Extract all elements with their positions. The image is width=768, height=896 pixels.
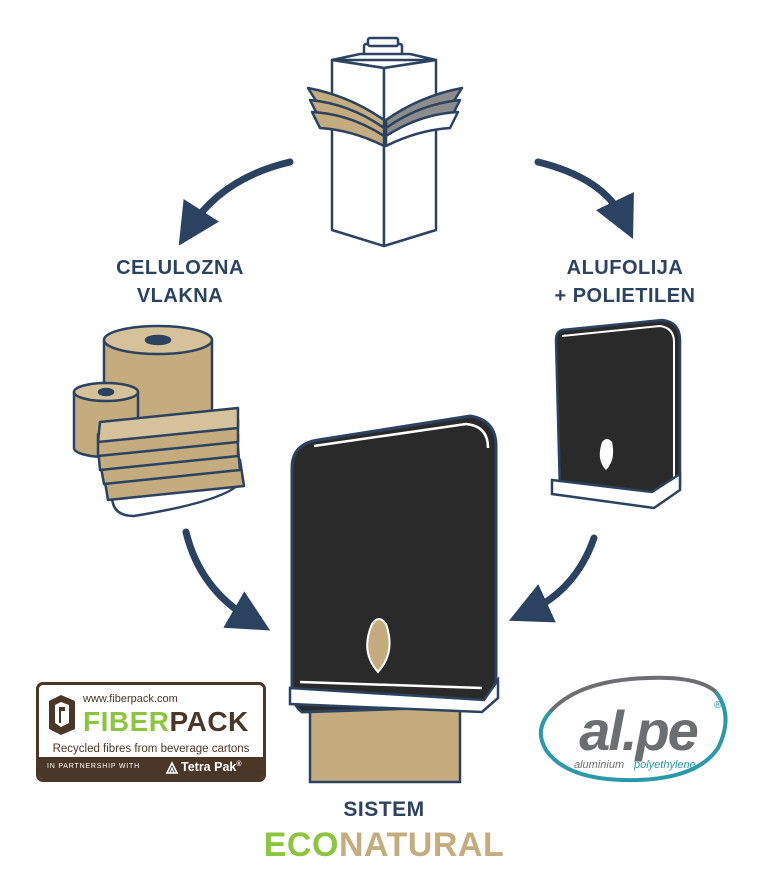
alpe-polyethylene-word: polyethylene [633, 759, 696, 771]
label-line: + POLIETILEN [554, 285, 696, 307]
alpe-wordmark: al.pe [579, 699, 697, 762]
fiberpack-name-pack: PACK [169, 706, 249, 737]
arrow-to-fibers [178, 158, 294, 246]
cellulose-fibres-label: CELULOZNA VLAKNA [100, 254, 260, 310]
fiberpack-symbol-icon [49, 695, 75, 735]
econatural-brand: ECONATURAL [234, 826, 534, 865]
arrow-fibers-to-system [182, 528, 271, 631]
small-dispenser-icon [550, 318, 682, 510]
registered-mark: ® [236, 760, 242, 768]
fiberpack-name-fiber: FIBER [83, 706, 170, 737]
partner-name: Tetra Pak® [181, 760, 242, 774]
alpe-aluminium-word: aluminium [574, 759, 624, 771]
paper-towel-stack-icon [96, 406, 246, 518]
partner-name-text: Tetra Pak [181, 760, 237, 774]
label-line: VLAKNA [136, 285, 224, 307]
label-line: ALUFOLIJA [566, 257, 684, 279]
arrow-foil-to-system [508, 534, 598, 623]
econatural-dispenser-icon [288, 414, 500, 784]
alpe-registered-mark: ® [714, 700, 722, 711]
alpe-logo: al.pe ® aluminium polyethylene [538, 675, 728, 783]
fiberpack-tagline: Recycled fibres from beverage cartons [52, 743, 250, 755]
system-title: SISTEM [343, 798, 425, 821]
partnership-text: IN PARTNERSHIP WITH [47, 763, 140, 770]
brand-eco: ECO [263, 826, 339, 864]
alufoil-polyethylene-label: ALUFOLIJA + POLIETILEN [530, 254, 720, 310]
brand-natural: NATURAL [338, 826, 505, 864]
label-line: CELULOZNA [116, 257, 244, 279]
partnership-bar: IN PARTNERSHIP WITH Tetra Pak® [39, 757, 263, 779]
dispenser-paper-towel [308, 702, 462, 784]
fiberpack-url: www.fiberpack.com [83, 693, 178, 705]
arrow-to-foil [534, 158, 634, 239]
beverage-carton-icon [306, 36, 464, 248]
fiberpack-name: FIBERPACK [83, 705, 249, 739]
fiberpack-logo: www.fiberpack.com FIBERPACK Recycled fib… [36, 682, 266, 782]
tetra-pak-icon [165, 761, 179, 774]
